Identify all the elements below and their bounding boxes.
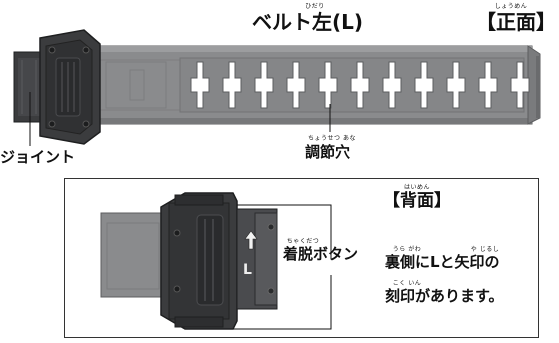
back-view-panel: L ちゃくだつ 着脱ボタン はいめん 【背面】 うら がわ や じるし 裏側にL…	[64, 178, 539, 338]
front-strap-illustration	[13, 29, 541, 146]
adjustment-holes	[190, 61, 530, 109]
adjustment-hole	[350, 61, 370, 109]
note-ruby-b: や じるし	[470, 246, 500, 253]
adjust-hole-label: 調節穴	[305, 143, 351, 161]
back-buckle-illustration	[100, 192, 332, 330]
adjustment-hole	[318, 61, 338, 109]
note-line-1: 裏側にLと矢印の	[385, 253, 500, 271]
view-ruby: しょうめん	[494, 3, 528, 10]
adjustment-hole	[478, 61, 498, 109]
note-line-2: 刻印があります。	[385, 287, 504, 305]
adjustment-hole	[414, 61, 434, 109]
page-title: ベルト左(L)	[252, 10, 364, 34]
title-ruby: ひだり	[305, 3, 325, 10]
adjustment-hole	[382, 61, 402, 109]
adjustment-hole	[254, 61, 274, 109]
note-ruby-c: こく いん	[392, 280, 422, 287]
back-view-ruby: はいめん	[403, 184, 430, 191]
button-ruby: ちゃくだつ	[286, 238, 320, 245]
back-view-label: 【背面】	[383, 191, 451, 211]
adjust-ruby: ちょうせつ あな	[308, 135, 356, 142]
note-ruby-a: うら がわ	[392, 246, 422, 253]
adjustment-hole	[286, 61, 306, 109]
joint-buckle	[13, 29, 101, 145]
front-view-label: 【正面】	[476, 10, 556, 34]
joint-label: ジョイント	[0, 148, 76, 166]
up-arrow-icon	[244, 230, 258, 250]
engraved-l-mark: L	[243, 262, 252, 278]
adjustment-hole	[446, 61, 466, 109]
belt-strap	[95, 45, 541, 125]
release-button-label: 着脱ボタン	[283, 245, 359, 263]
adjustment-hole	[510, 61, 530, 109]
adjustment-hole	[222, 61, 242, 109]
adjustment-hole	[190, 61, 210, 109]
